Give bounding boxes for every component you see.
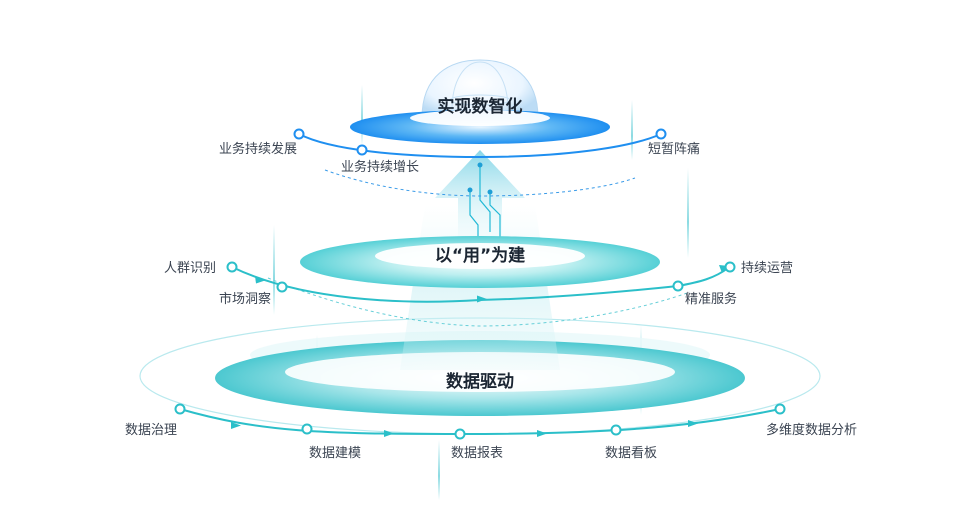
bottom-step-label: 多维度数据分析 — [766, 423, 858, 438]
middle-left-inner-label: 市场洞察 — [219, 292, 272, 307]
middle-left-outer-label: 人群识别 — [164, 261, 217, 276]
middle-right-inner-label: 精准服务 — [685, 292, 738, 307]
bottom-layer-title: 数据驱动 — [446, 372, 514, 392]
bottom-step-label: 数据治理 — [125, 423, 178, 438]
top-layer — [293, 59, 667, 197]
top-left-outer-label: 业务持续发展 — [219, 142, 298, 157]
middle-layer-title: 以“用”为建 — [434, 246, 526, 266]
bottom-step-label: 数据看板 — [605, 446, 658, 461]
bottom-step-label: 数据报表 — [451, 446, 504, 461]
top-left-inner-label: 业务持续增长 — [341, 160, 420, 175]
bottom-step-label: 数据建模 — [309, 446, 362, 461]
top-right-label: 短暂阵痛 — [648, 142, 701, 157]
middle-layer — [226, 236, 736, 327]
middle-right-outer-label: 持续运营 — [741, 261, 794, 276]
bottom-layer — [139, 317, 821, 440]
top-layer-title: 实现数智化 — [437, 97, 523, 117]
